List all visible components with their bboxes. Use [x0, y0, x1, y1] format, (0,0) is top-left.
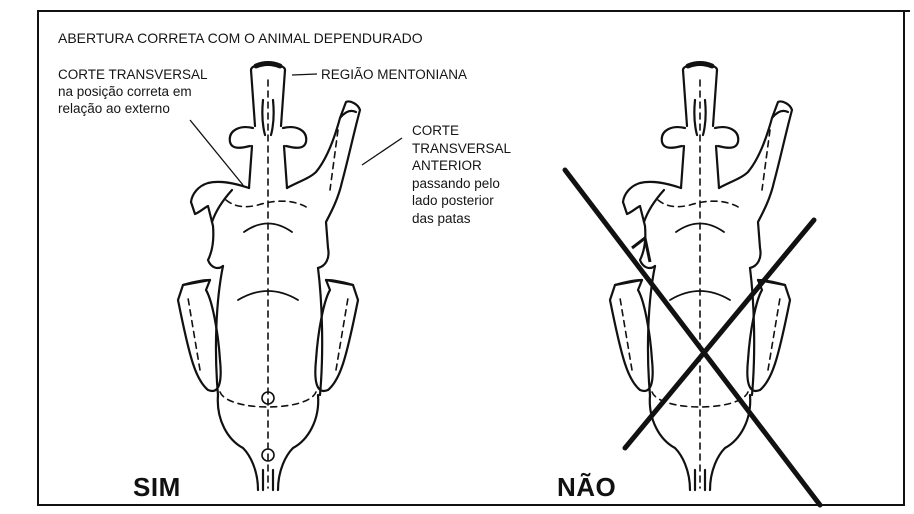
- verdict-no: NÃO: [557, 472, 616, 503]
- verdict-yes: SIM: [133, 472, 181, 503]
- figure-title: ABERTURA CORRETA COM O ANIMAL DEPENDURAD…: [58, 30, 423, 47]
- carcass-correct: [178, 64, 360, 491]
- label-regiao-mentoniana: REGIÃO MENTONIANA: [321, 66, 467, 83]
- leader-lines: [190, 74, 402, 185]
- label-corte-transversal-correto: CORTE TRANSVERSAL na posição correta em …: [58, 66, 208, 117]
- label-corte-transversal-anterior: CORTE TRANSVERSAL ANTERIOR passando pelo…: [412, 122, 511, 227]
